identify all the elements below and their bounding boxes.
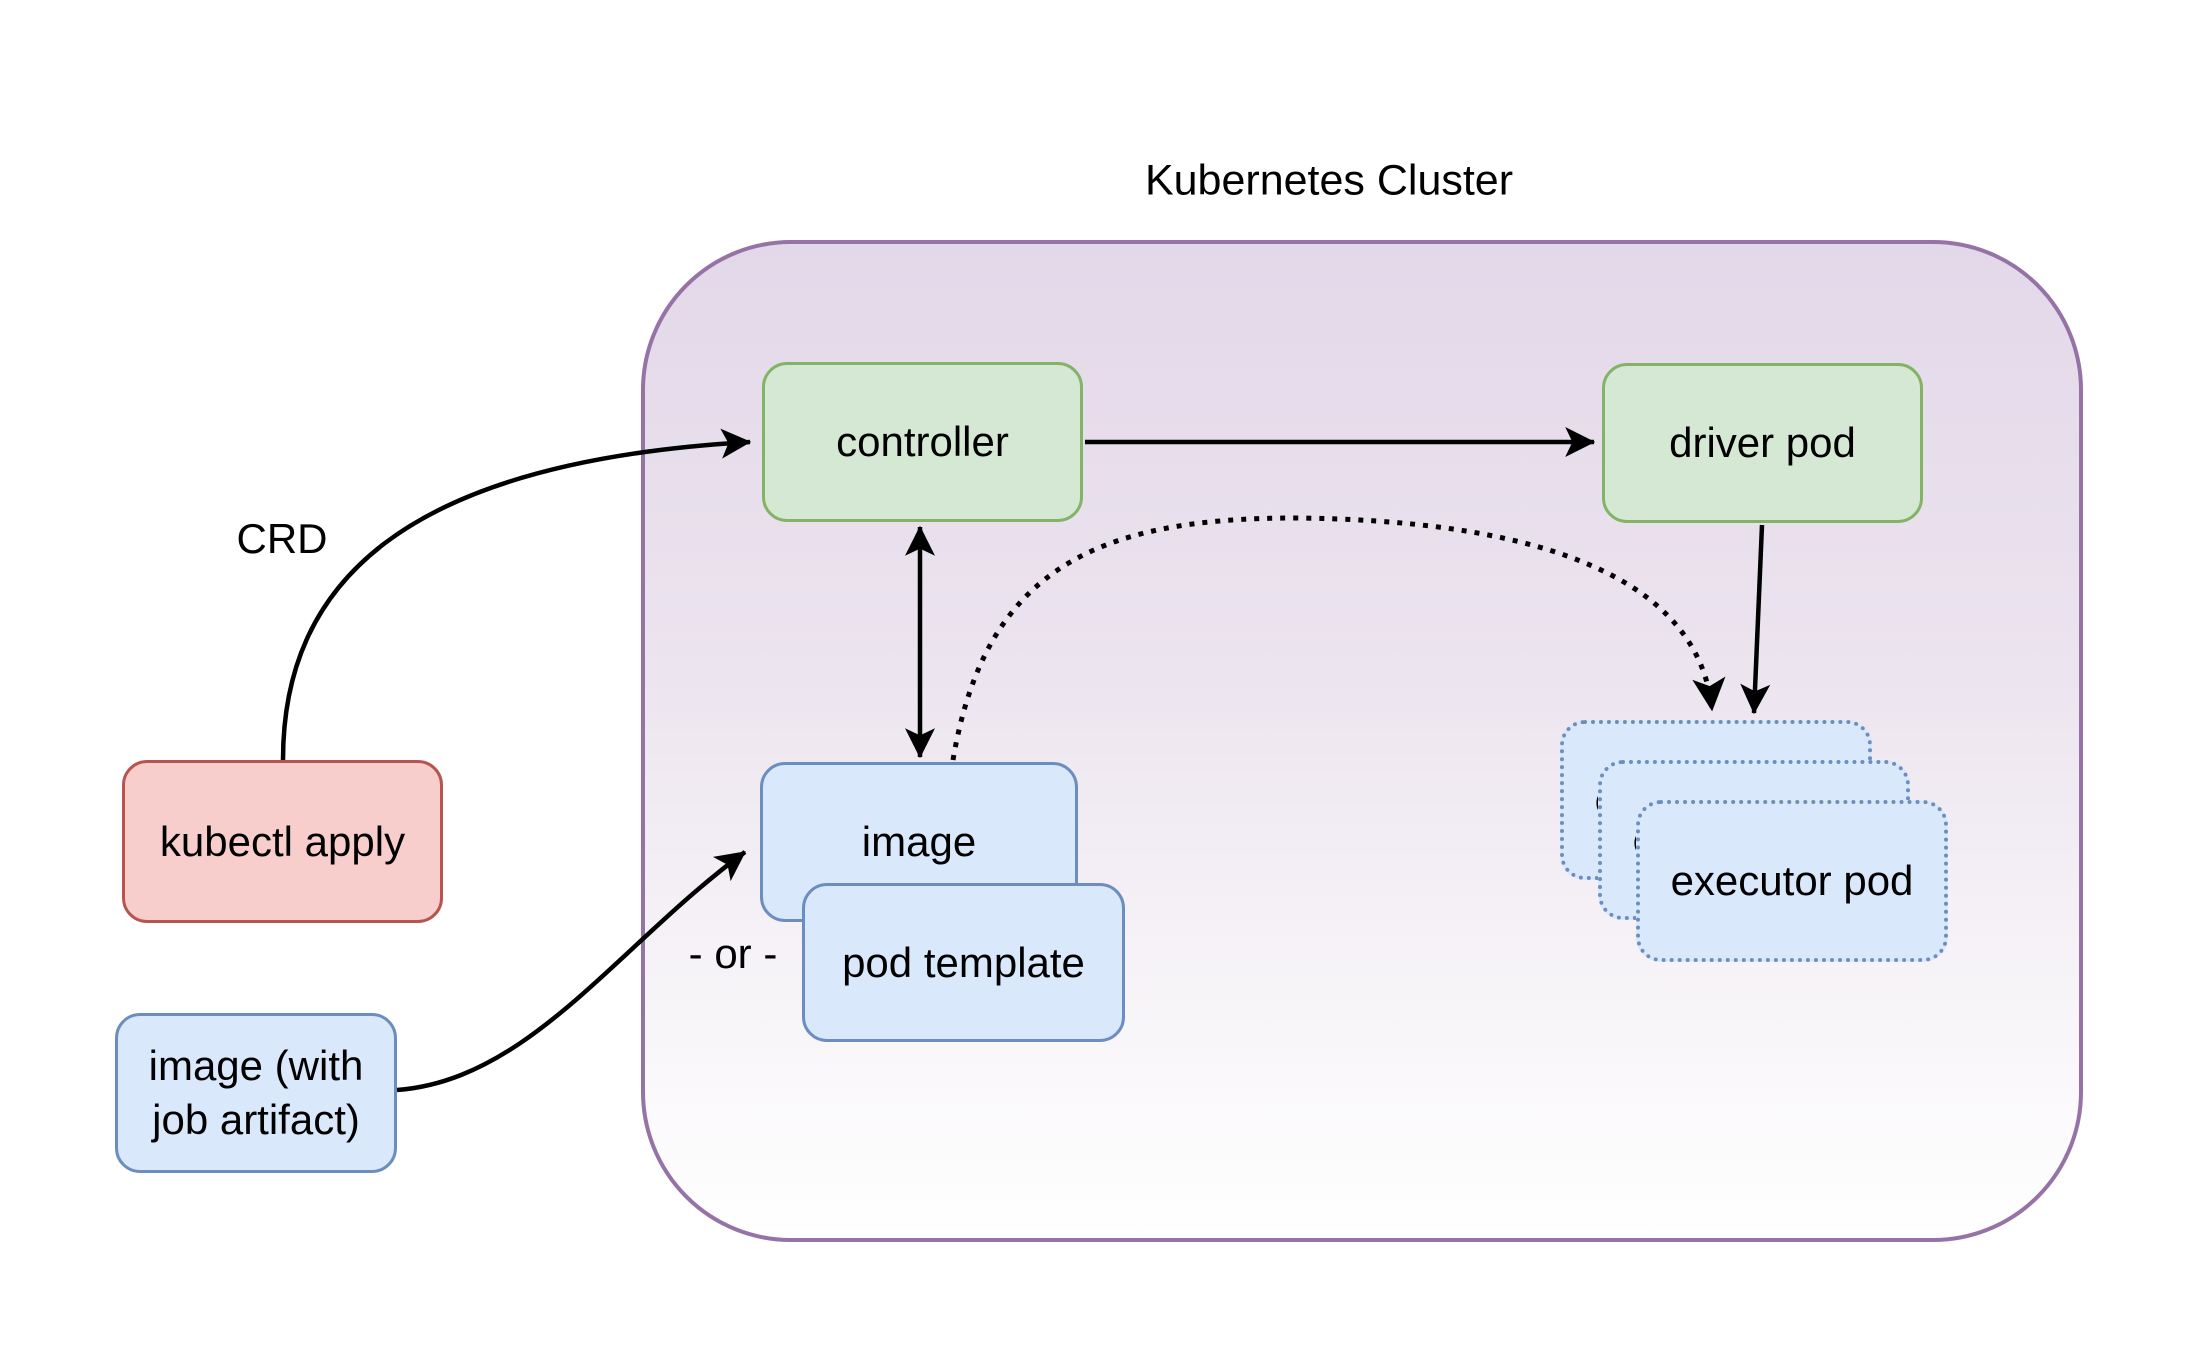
kubectl-apply-label: kubectl apply: [159, 817, 406, 865]
image-label: image: [861, 818, 977, 866]
node-image-with-job-artifact: image (with job artifact): [115, 1013, 397, 1173]
edge-label-or: - or -: [688, 930, 778, 977]
node-driver-pod: driver pod: [1602, 363, 1923, 523]
node-controller: controller: [762, 362, 1083, 522]
image-with-job-artifact-label: image (with job artifact): [148, 1042, 364, 1143]
driver-pod-label: driver pod: [1669, 419, 1856, 467]
controller-label: controller: [836, 418, 1009, 466]
executor-pod-front-label: executor pod: [1670, 857, 1914, 905]
edge-label-crd: CRD: [236, 515, 328, 562]
cluster-title: Kubernetes Cluster: [1144, 156, 1514, 205]
node-kubectl-apply: kubectl apply: [122, 760, 443, 923]
node-pod-template: pod template: [802, 883, 1125, 1042]
pod-template-label: pod template: [842, 938, 1085, 986]
node-executor-pod-front: executor pod: [1636, 800, 1948, 962]
